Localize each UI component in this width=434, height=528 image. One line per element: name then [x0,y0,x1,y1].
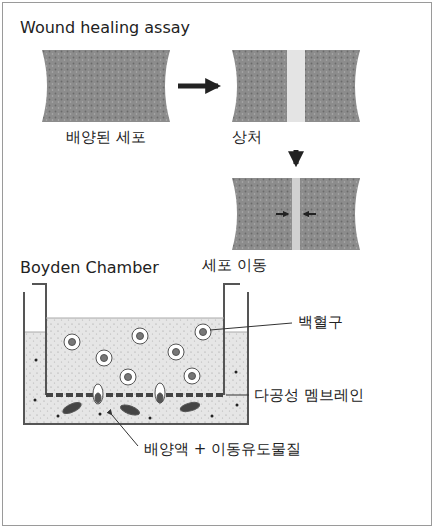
part-label: 다공성 멤브레인 [252,386,366,404]
cell-culture-panel: 상처 [232,50,360,146]
cell-culture-panel: 세포 이동 [232,178,360,274]
wound-gap [292,178,300,250]
chemoattractant [34,359,239,420]
cell-layer [42,50,170,122]
panel-label: 배양된 세포 [42,128,170,146]
frame [3,3,432,526]
leukocytes [61,324,211,417]
leader-line [226,395,249,396]
section-heading: Boyden Chamber [18,258,161,277]
flow-arrow [178,84,218,89]
boyden-chamber [24,284,248,424]
leader-line [112,415,138,446]
flow-arrow [294,150,299,164]
part-label: 백혈구 [296,313,345,331]
cell-layer [232,50,360,122]
panel-label: 상처 [232,128,360,146]
cell-layer [232,178,360,250]
part-label: 배양액 + 이동유도물질 [142,440,303,458]
porous-membrane [46,393,224,397]
cell-culture-panel: 배양된 세포 [42,50,170,146]
panel-label: 세포 이동 [202,256,360,274]
leader-line [210,323,292,330]
section-heading: Wound healing assay [18,18,192,37]
wound-gap [287,50,305,122]
